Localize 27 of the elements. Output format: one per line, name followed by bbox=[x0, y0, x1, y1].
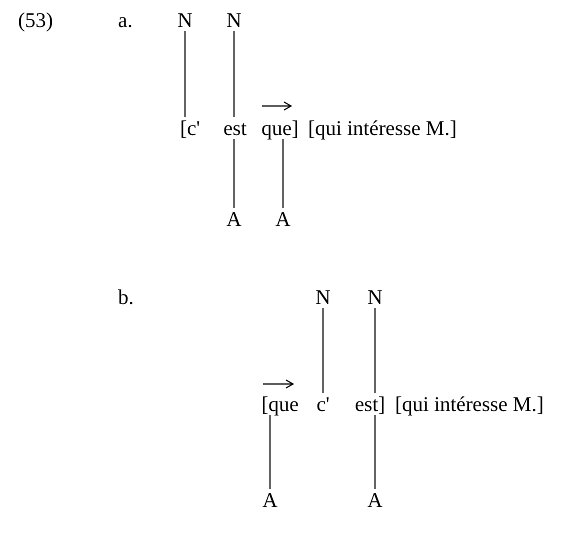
word: [que bbox=[261, 392, 299, 416]
connector-line bbox=[269, 415, 271, 489]
connector-line bbox=[184, 31, 186, 117]
word: c' bbox=[316, 392, 330, 416]
category-label: A bbox=[226, 207, 242, 231]
category-label: N bbox=[177, 8, 193, 32]
category-label: A bbox=[262, 488, 278, 512]
category-label: A bbox=[275, 207, 291, 231]
category-label: N bbox=[367, 285, 383, 309]
connector-line bbox=[374, 415, 376, 489]
category-label: A bbox=[367, 488, 383, 512]
bracketed-phrase: [qui intéresse M.] bbox=[308, 116, 457, 140]
connector-line bbox=[322, 308, 324, 393]
connector-line bbox=[233, 31, 235, 117]
word: est bbox=[223, 116, 247, 140]
item-letter: b. bbox=[118, 285, 134, 309]
connector-line bbox=[282, 139, 284, 208]
connector-line bbox=[233, 139, 235, 208]
word: [c' bbox=[180, 116, 200, 140]
word: que] bbox=[261, 116, 299, 140]
connector-line bbox=[374, 308, 376, 393]
item-letter: a. bbox=[118, 8, 133, 32]
category-label: N bbox=[315, 285, 331, 309]
bracketed-phrase: [qui intéresse M.] bbox=[395, 392, 544, 416]
word: est] bbox=[354, 392, 386, 416]
example-number: (53) bbox=[18, 8, 53, 32]
category-label: N bbox=[226, 8, 242, 32]
